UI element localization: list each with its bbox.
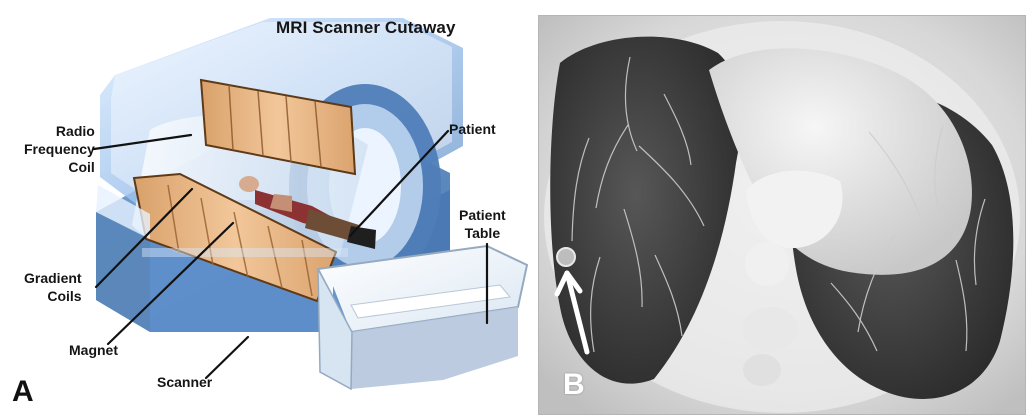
patient-label: Patient [449, 120, 496, 138]
panel-a-title: MRI Scanner Cutaway [276, 18, 456, 38]
patient-table-line-2: Table [459, 224, 506, 242]
radio-frequency-coil-line-3: Coil [24, 158, 95, 176]
panel-b-letter: B [563, 370, 585, 400]
scanner-label: Scanner [157, 373, 212, 391]
gradient-coils-line-1: Gradient [24, 269, 82, 287]
chest-ct-panel [538, 15, 1026, 415]
radio-frequency-coil-label: Radio Frequency Coil [24, 122, 95, 176]
patient-table-line-1: Patient [459, 206, 506, 224]
chest-ct-image [538, 15, 1026, 415]
panel-a-letter: A [12, 377, 34, 407]
patient-table-label: Patient Table [459, 206, 506, 242]
gradient-coils-label: Gradient Coils [24, 269, 82, 305]
radio-frequency-coil-line-1: Radio [24, 122, 95, 140]
radio-frequency-coil-line-2: Frequency [24, 140, 95, 158]
gradient-coils-line-2: Coils [24, 287, 82, 305]
magnet-label: Magnet [69, 341, 118, 359]
mri-scanner-cutaway-panel: MRI Scanner Cutaway Radio Frequency Coil… [0, 0, 530, 415]
